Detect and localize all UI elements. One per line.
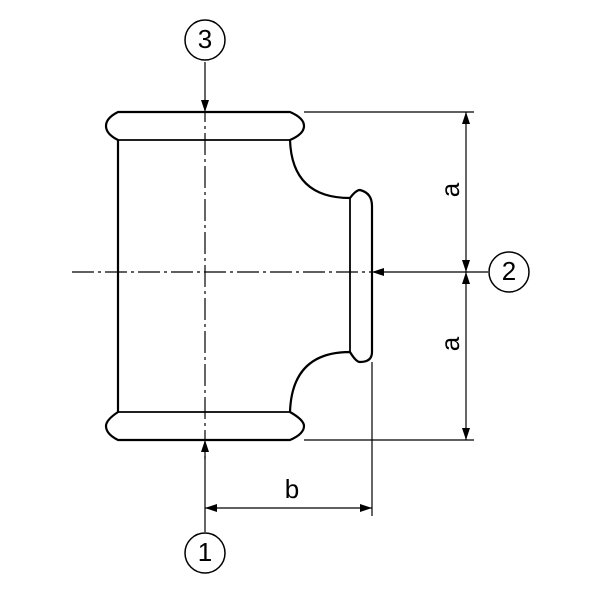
port-2-label: 2: [502, 256, 516, 286]
port-3-arrowhead: [201, 100, 209, 112]
port-1-arrowhead: [201, 440, 209, 452]
dimension-b-arrow-left: [205, 504, 217, 512]
port-3-bubble: 3: [184, 19, 226, 61]
port-2-bubble: 2: [488, 251, 530, 293]
dimension-a-upper-label: a: [435, 182, 465, 197]
port-1-label: 1: [198, 537, 212, 567]
dimension-a-arrow-top: [462, 112, 470, 124]
port-1-circle: [184, 532, 226, 574]
dimension-b-arrow-right: [360, 504, 372, 512]
dimension-a-arrow-mid-up: [462, 260, 470, 272]
port-2-circle: [488, 251, 530, 293]
dimension-b-label: b: [285, 474, 299, 504]
port-3-circle: [184, 19, 226, 61]
tee-body-outline: [104, 110, 374, 442]
dimension-a-arrow-bottom: [462, 428, 470, 440]
port-2-arrowhead: [372, 268, 384, 276]
dimension-a-lower-label: a: [435, 336, 465, 351]
port-1-bubble: 1: [184, 532, 226, 574]
dimension-a-arrow-mid-down: [462, 272, 470, 284]
port-3-label: 3: [198, 24, 212, 54]
